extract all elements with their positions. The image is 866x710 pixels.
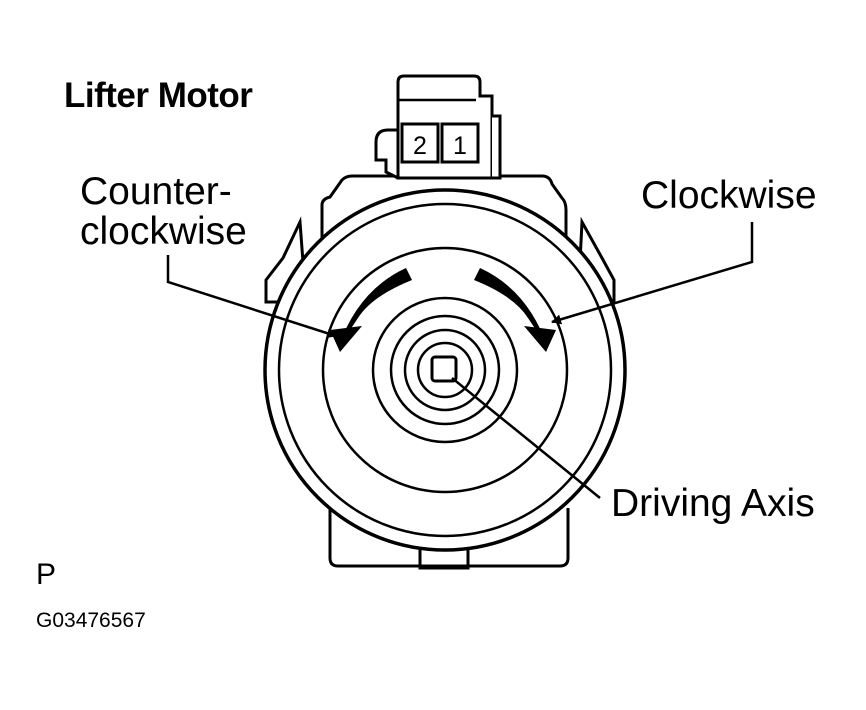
diagram-title: Lifter Motor [64, 76, 253, 115]
counter-clockwise-leader [166, 255, 337, 339]
view-code-label: P [36, 558, 57, 591]
figure-id-label: G03476567 [36, 609, 146, 632]
clockwise-label: Clockwise [641, 174, 817, 217]
driving-axis-label: Driving Axis [611, 482, 815, 525]
clockwise-leader [551, 222, 754, 325]
connector-pin-2-label: 2 [413, 132, 427, 160]
counter-clockwise-label-line1: Counter- [80, 170, 232, 213]
connector-pin-1 [440, 122, 480, 164]
connector: 2 1 [374, 74, 502, 180]
counter-clockwise-rotation-arrow [330, 268, 412, 352]
clockwise-rotation-arrow [474, 268, 556, 352]
driving-axis-shaft [430, 355, 458, 383]
connector-pin-1-label: 1 [453, 132, 467, 160]
driving-axis-leader [451, 377, 601, 499]
counter-clockwise-label-line2: clockwise [80, 210, 247, 253]
connector-pin-2 [400, 122, 440, 164]
